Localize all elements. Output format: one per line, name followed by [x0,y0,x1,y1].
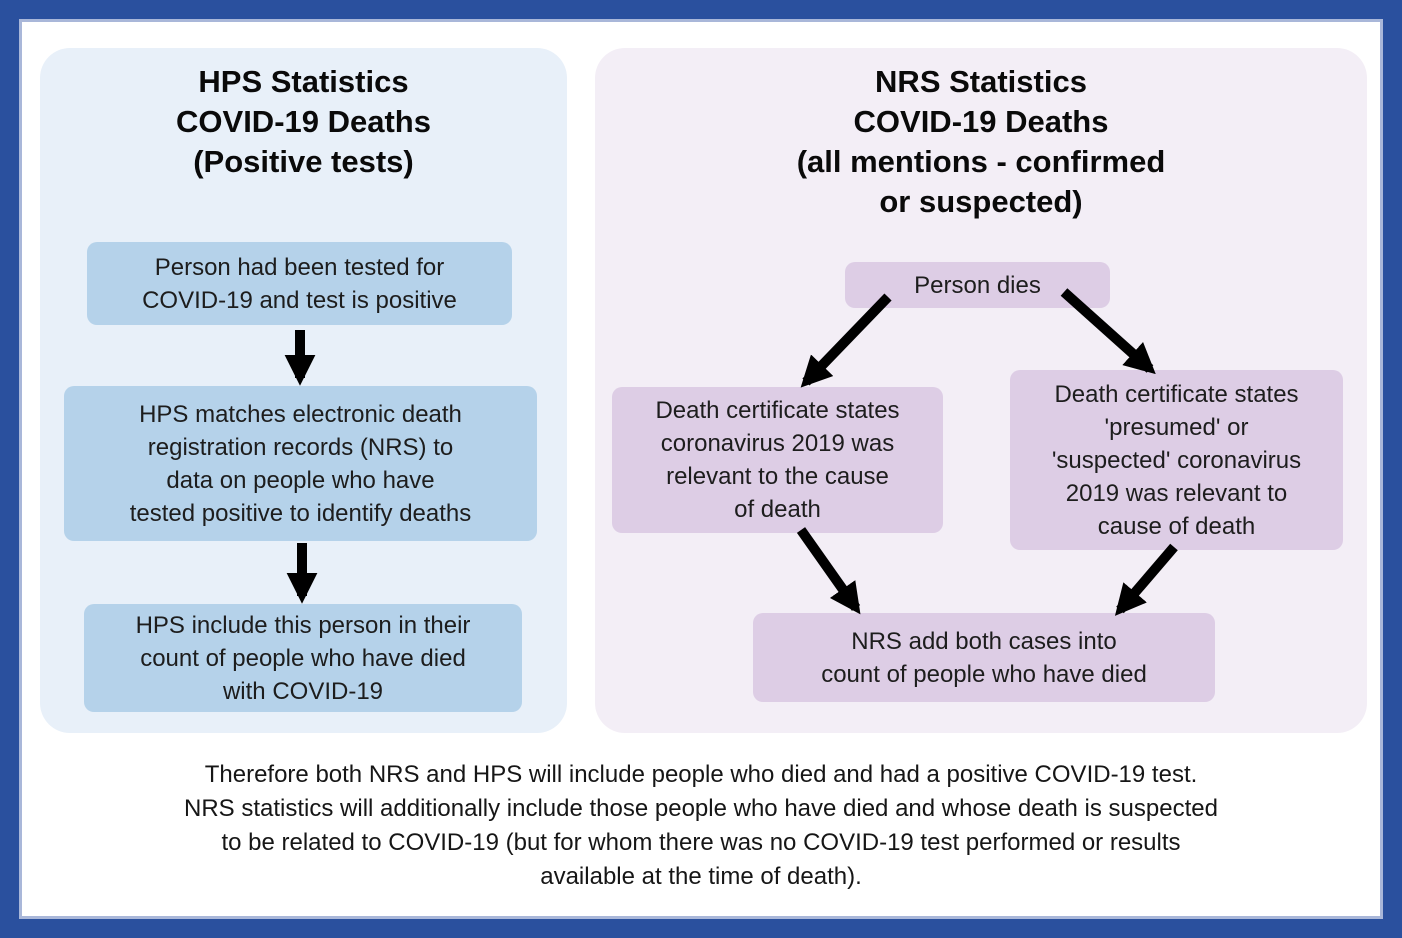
nrs-box-certificate-suspected: Death certificate states'presumed' or'su… [1010,370,1343,550]
nrs-box-person-dies: Person dies [845,262,1110,308]
footer-note: Therefore both NRS and HPS will include … [184,761,1218,890]
